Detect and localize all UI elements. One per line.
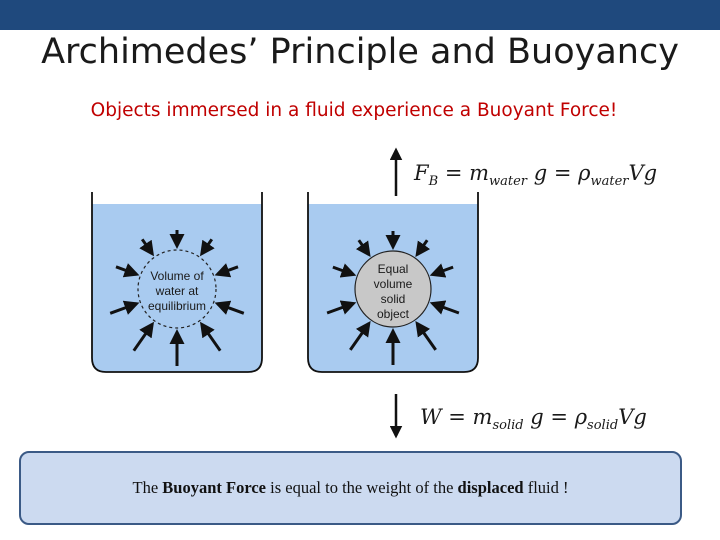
solid-object (354, 250, 432, 328)
dashed-water-volume (137, 249, 217, 329)
right-label-line-3: solid (381, 292, 406, 306)
left-label-line-2: water at (155, 284, 199, 298)
right-pressure-arrow (415, 320, 437, 351)
left-pressure-arrow (214, 263, 239, 278)
slide-title: Archimedes’ Principle and Buoyancy (41, 32, 679, 72)
left-container: Volume of water at equilibrium (91, 192, 263, 373)
slide-subtitle: Objects immersed in a fluid experience a… (90, 100, 618, 121)
right-pressure-arrows (326, 231, 460, 365)
caption-text: The Buoyant Force is equal to the weight… (132, 478, 568, 498)
right-container: Equal volume solid object (307, 192, 479, 373)
caption-bold-buoyant-force: Buoyant Force (162, 478, 266, 497)
left-pressure-arrow (139, 238, 155, 257)
right-pressure-arrow (429, 263, 454, 278)
right-label-line-1: Equal (378, 262, 409, 276)
right-pressure-arrow (326, 300, 357, 315)
left-pressure-arrow (132, 321, 155, 352)
caption-part-1: The (132, 478, 163, 497)
right-pressure-arrow (332, 263, 357, 278)
caption-part-3: fluid ! (523, 478, 569, 497)
buoyant-equation: FB = mwater g = ρwaterVg (413, 161, 657, 189)
top-bar (0, 0, 720, 30)
left-water (92, 204, 262, 372)
right-label-line-2: volume (374, 277, 413, 291)
right-pressure-arrow (349, 320, 371, 351)
caption-box: The Buoyant Force is equal to the weight… (19, 451, 682, 525)
left-pressure-arrow (214, 300, 245, 315)
left-beaker-wall (91, 192, 263, 373)
left-pressure-arrow (109, 300, 140, 315)
right-pressure-arrow (429, 300, 460, 315)
left-pressure-arrow (199, 238, 215, 257)
left-pressure-arrows (109, 230, 245, 366)
left-label-line-3: equilibrium (148, 299, 206, 313)
weight-equation: W = msolid g = ρsolidVg (420, 405, 647, 433)
left-label-line-1: Volume of (150, 269, 204, 283)
caption-part-2: is equal to the weight of the (266, 478, 458, 497)
left-pressure-arrow (115, 263, 140, 278)
right-label-line-4: object (377, 307, 410, 321)
caption-bold-displaced: displaced (457, 478, 524, 497)
right-pressure-arrow (355, 239, 371, 258)
right-beaker-wall (307, 192, 479, 373)
left-pressure-arrow (199, 321, 222, 352)
right-pressure-arrow (415, 239, 431, 258)
